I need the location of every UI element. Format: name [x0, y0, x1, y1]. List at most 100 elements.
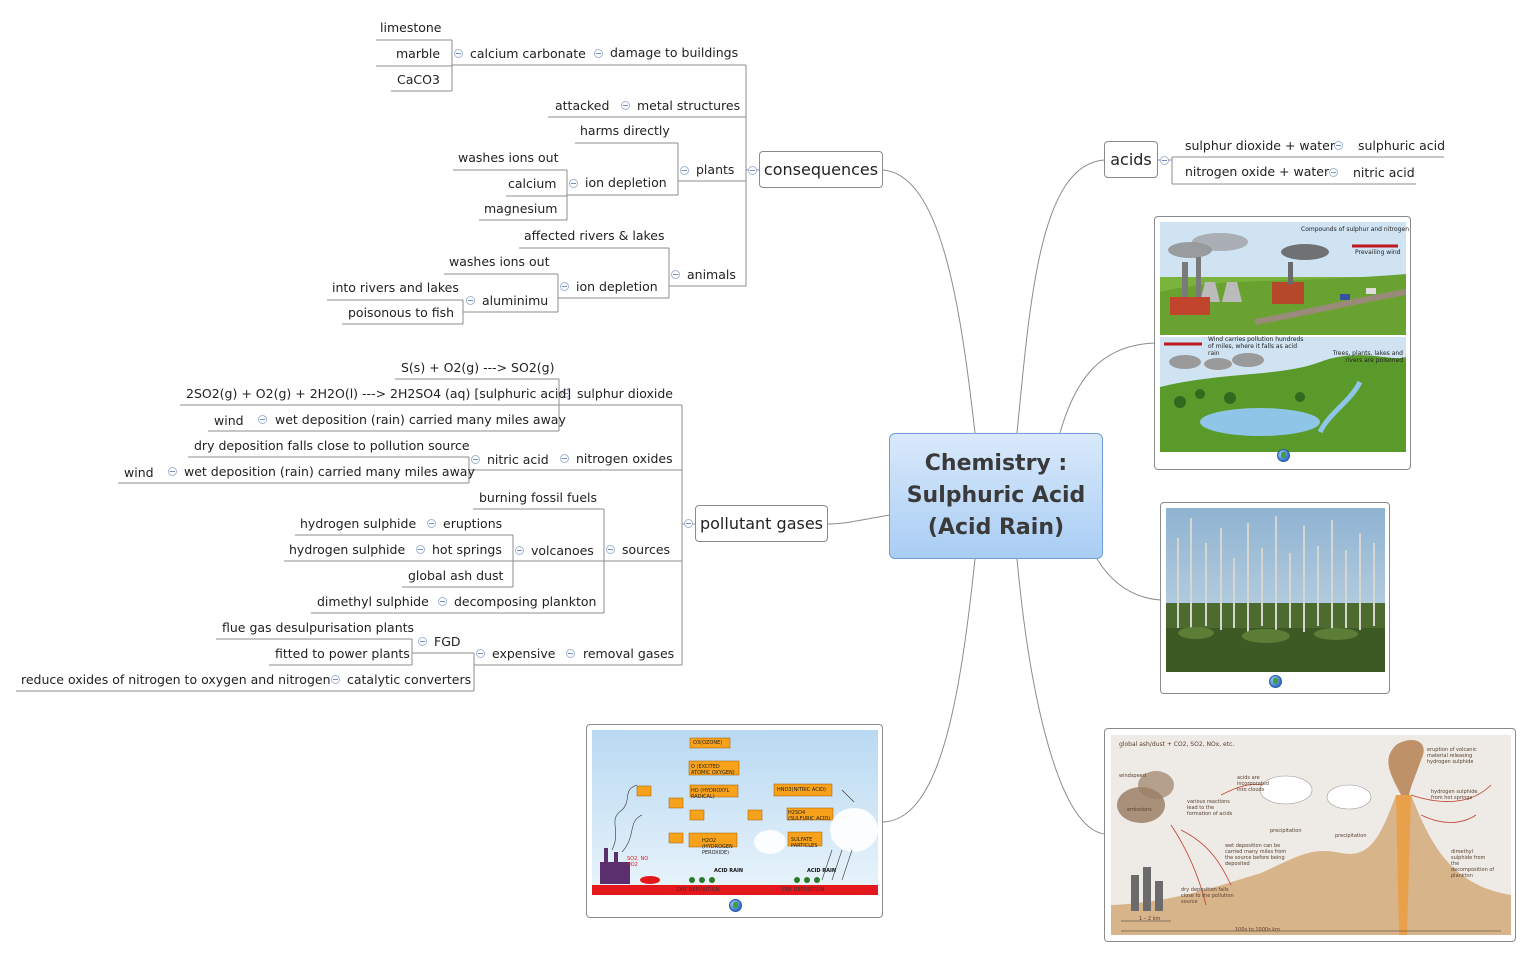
collapse-icon[interactable]: [476, 649, 485, 658]
aluminimu[interactable]: aluminimu: [482, 293, 549, 308]
dimethyl-sulphide[interactable]: dimethyl sulphide: [317, 594, 429, 609]
flue-gas-desulpurisation-plants[interactable]: flue gas desulpurisation plants: [222, 620, 415, 635]
reduce-oxides[interactable]: reduce oxides of nitrogen to oxygen and …: [21, 672, 331, 687]
eruptions-hydrogen-sulphide[interactable]: hydrogen sulphide: [300, 516, 417, 531]
chem-dry-deposition-left: DRY DEPOSITION: [677, 887, 720, 893]
animals-ion-depletion[interactable]: ion depletion: [576, 279, 658, 294]
hot-springs[interactable]: hot springs: [432, 542, 502, 557]
collapse-icon[interactable]: [416, 545, 425, 554]
collapse-icon[interactable]: [438, 597, 447, 606]
affected-rivers-lakes[interactable]: affected rivers & lakes: [524, 228, 665, 243]
sulphur-dioxide-plus-water[interactable]: sulphur dioxide + water: [1185, 138, 1335, 153]
volcano-acid-rain-diagram-topic[interactable]: global ash/dust + CO2, SO2, NOx, etc. wi…: [1104, 728, 1516, 942]
chem-nitric-label: HNO3(NITRIC ACID): [777, 787, 826, 793]
collapse-icon[interactable]: [684, 519, 693, 528]
consequences-topic[interactable]: consequences: [759, 151, 883, 188]
volcanoes[interactable]: volcanoes: [531, 543, 594, 558]
nox-wind[interactable]: wind: [124, 465, 154, 480]
decomposing-plankton[interactable]: decomposing plankton: [454, 594, 597, 609]
globe-icon[interactable]: [1277, 449, 1290, 462]
collapse-icon[interactable]: [606, 545, 615, 554]
poisonous-to-fish[interactable]: poisonous to fish: [348, 305, 455, 320]
collapse-icon[interactable]: [560, 282, 569, 291]
acids-topic[interactable]: acids: [1104, 141, 1158, 178]
damage-to-buildings[interactable]: damage to buildings: [610, 45, 739, 60]
collapse-icon[interactable]: [466, 296, 475, 305]
volcano-distance-1: 1 – 2 km: [1139, 916, 1161, 922]
acid-rain-chemistry-diagram-topic[interactable]: O3(OZONE) O (EXCITED ATOMIC OXYGEN) HO (…: [586, 724, 883, 918]
dead-forest-photo-topic[interactable]: [1160, 502, 1390, 694]
into-rivers-and-lakes[interactable]: into rivers and lakes: [332, 280, 459, 295]
calcium-carbonate[interactable]: calcium carbonate: [470, 46, 586, 61]
sulphuric-acid[interactable]: sulphuric acid: [1358, 138, 1446, 153]
equation-so2[interactable]: S(s) + O2(g) ---> SO2(g): [401, 360, 555, 375]
catalytic-converters[interactable]: catalytic converters: [347, 672, 472, 687]
illustration-prevailing-caption: Prevailing wind: [1355, 249, 1401, 256]
metal-structures[interactable]: metal structures: [637, 98, 741, 113]
illustration-wind-caption: Wind carries pollution hundreds of miles…: [1208, 336, 1304, 357]
nitric-acid-node[interactable]: nitric acid: [487, 452, 549, 467]
collapse-icon[interactable]: [331, 675, 340, 684]
collapse-icon[interactable]: [680, 166, 689, 175]
magnesium[interactable]: magnesium: [484, 201, 558, 216]
nitrogen-oxide-plus-water[interactable]: nitrogen oxide + water: [1185, 164, 1330, 179]
consequences-label: consequences: [763, 160, 879, 179]
collapse-icon[interactable]: [561, 389, 570, 398]
collapse-icon[interactable]: [748, 166, 757, 175]
chem-acid-rain-left: ACID RAIN: [714, 868, 744, 874]
collapse-icon[interactable]: [454, 49, 463, 58]
collapse-icon[interactable]: [566, 649, 575, 658]
fitted-to-power-plants[interactable]: fitted to power plants: [275, 646, 410, 661]
caco3[interactable]: CaCO3: [397, 72, 440, 87]
fgd[interactable]: FGD: [434, 634, 461, 649]
plants[interactable]: plants: [696, 162, 735, 177]
central-topic[interactable]: Chemistry : Sulphuric Acid (Acid Rain): [889, 433, 1103, 559]
pollutant-gases-label: pollutant gases: [699, 514, 824, 533]
collapse-icon[interactable]: [258, 415, 267, 424]
collapse-icon[interactable]: [560, 454, 569, 463]
chem-acid-rain-right: ACID RAIN: [807, 868, 837, 874]
plants-ion-depletion[interactable]: ion depletion: [585, 175, 667, 190]
removal-gases[interactable]: removal gases: [583, 646, 675, 661]
dry-deposition[interactable]: dry deposition falls close to pollution …: [194, 438, 470, 453]
globe-icon[interactable]: [729, 899, 742, 912]
collapse-icon[interactable]: [1334, 141, 1343, 150]
global-ash-dust[interactable]: global ash dust: [408, 568, 504, 583]
nitrogen-oxides[interactable]: nitrogen oxides: [576, 451, 673, 466]
sources[interactable]: sources: [622, 542, 671, 557]
collapse-icon[interactable]: [621, 101, 630, 110]
nitric-acid[interactable]: nitric acid: [1353, 165, 1415, 180]
globe-icon[interactable]: [1269, 675, 1282, 688]
marble[interactable]: marble: [396, 46, 441, 61]
collapse-icon[interactable]: [671, 270, 680, 279]
volcano-precipitation-right: precipitation: [1335, 833, 1367, 839]
collapse-icon[interactable]: [515, 546, 524, 555]
nox-wet-deposition[interactable]: wet deposition (rain) carried many miles…: [184, 464, 475, 479]
equation-h2so4[interactable]: 2SO2(g) + O2(g) + 2H2O(l) ---> 2H2SO4 (a…: [186, 386, 572, 401]
attacked[interactable]: attacked: [555, 98, 610, 113]
collapse-icon[interactable]: [168, 467, 177, 476]
so2-wet-deposition[interactable]: wet deposition (rain) carried many miles…: [275, 412, 566, 427]
collapse-icon[interactable]: [594, 49, 603, 58]
collapse-icon[interactable]: [1160, 156, 1169, 165]
collapse-icon[interactable]: [471, 455, 480, 464]
eruptions[interactable]: eruptions: [443, 516, 503, 531]
collapse-icon[interactable]: [418, 637, 427, 646]
expensive[interactable]: expensive: [492, 646, 556, 661]
burning-fossil-fuels[interactable]: burning fossil fuels: [479, 490, 597, 505]
animals[interactable]: animals: [687, 267, 736, 282]
animals-washes-ions-out[interactable]: washes ions out: [449, 254, 550, 269]
calcium[interactable]: calcium: [508, 176, 557, 191]
collapse-icon[interactable]: [569, 179, 578, 188]
sulphur-dioxide[interactable]: sulphur dioxide: [577, 386, 673, 401]
limestone[interactable]: limestone: [380, 20, 442, 35]
washes-ions-out[interactable]: washes ions out: [458, 150, 559, 165]
hot-springs-hydrogen-sulphide[interactable]: hydrogen sulphide: [289, 542, 406, 557]
harms-directly[interactable]: harms directly: [580, 123, 670, 138]
acid-rain-illustration-topic[interactable]: Compounds of sulphur and nitrogen Prevai…: [1154, 216, 1411, 470]
collapse-icon[interactable]: [427, 519, 436, 528]
chem-peroxide-label: H2O2 (HYDROGEN PEROXIDE): [702, 838, 733, 856]
collapse-icon[interactable]: [1329, 168, 1338, 177]
so2-wind[interactable]: wind: [214, 413, 244, 428]
pollutant-gases-topic[interactable]: pollutant gases: [695, 505, 828, 542]
